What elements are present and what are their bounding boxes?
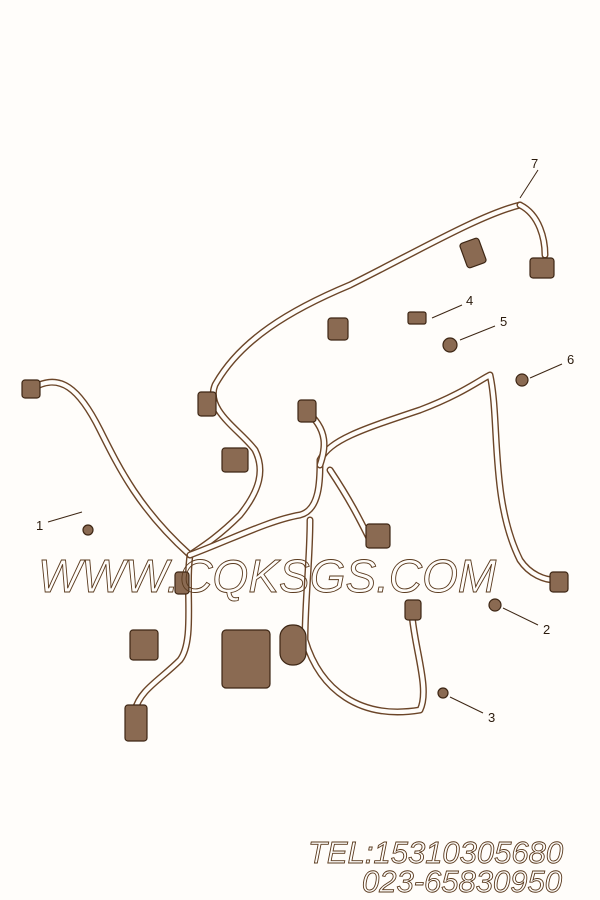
callout-1: 1 (36, 518, 43, 533)
connectors (21, 237, 569, 742)
callout-4: 4 (466, 293, 473, 308)
watermark-site: WWW.CQKSGS.COM (38, 550, 497, 602)
watermark-tel: TEL:15310305680 (308, 835, 563, 870)
callouts: 7 4 5 6 1 2 3 (36, 156, 574, 725)
watermark-phone: 023-65830950 (362, 864, 562, 899)
callout-3: 3 (488, 710, 495, 725)
callout-7: 7 (531, 156, 538, 171)
callout-6: 6 (567, 352, 574, 367)
callout-5: 5 (500, 314, 507, 329)
callout-2: 2 (543, 622, 550, 637)
